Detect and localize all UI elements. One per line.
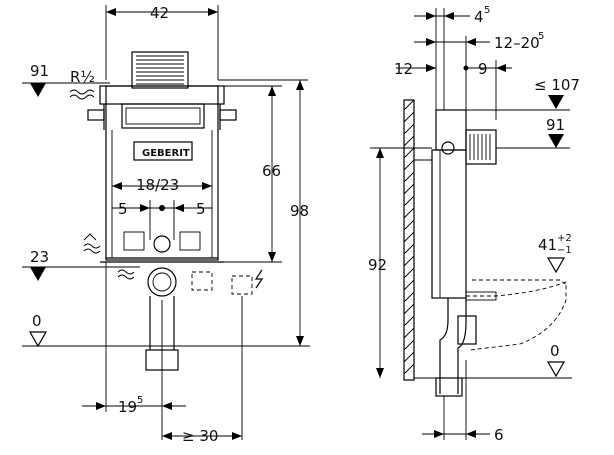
level-marker-filled	[30, 83, 46, 97]
dim-9: 9	[478, 60, 488, 78]
center-point	[159, 205, 165, 211]
left-front-view: 42 91 R½ GEBERIT	[22, 4, 310, 445]
level-marker-filled	[548, 134, 564, 148]
level-23-label: 23	[30, 248, 49, 266]
frame-side	[431, 149, 467, 299]
level-marker-open	[546, 257, 566, 274]
dim-92: 92	[368, 256, 387, 274]
level-marker-open	[28, 331, 48, 348]
svg-text:5: 5	[538, 31, 544, 42]
right-side-view: 4 5 12–20 5 12 9 ≤ 107 91	[368, 5, 580, 444]
cistern-grille	[136, 55, 184, 85]
dim-42: 42	[150, 4, 169, 22]
drain-connector	[153, 235, 171, 253]
svg-text:5: 5	[484, 5, 490, 16]
arrow-head	[106, 8, 116, 16]
level-marker-open	[546, 361, 566, 378]
toilet-bowl-outline	[466, 281, 567, 351]
electrical-box	[231, 275, 253, 295]
level-91-label: 91	[30, 62, 49, 80]
dim-12: 12	[394, 60, 413, 78]
level-marker-filled	[30, 267, 46, 281]
brand-label: GEBERIT	[142, 148, 190, 159]
wall	[403, 99, 415, 381]
drain-pipe-side	[439, 298, 449, 394]
dashed-box	[191, 271, 213, 291]
top-rail	[99, 85, 225, 105]
level-91-right: 91	[546, 116, 565, 134]
dim-19-5-sup: 5	[137, 395, 143, 406]
water-inlet-icon	[83, 233, 97, 241]
cistern-side-box	[465, 129, 497, 165]
wall-hatching	[403, 99, 415, 375]
arrow-head	[208, 8, 218, 16]
dim-4-5: 4	[474, 8, 484, 26]
left-bracket	[87, 109, 105, 121]
water-icon	[69, 89, 95, 95]
dim-12-20-5: 12–20	[494, 34, 540, 52]
level-0-label: 0	[32, 312, 42, 330]
water-icon-2	[117, 269, 135, 275]
cistern-side	[435, 109, 467, 151]
dim-max-107: ≤ 107	[534, 76, 580, 94]
dim-98: 98	[290, 202, 309, 220]
bowl-height-label: 41	[538, 236, 557, 254]
level-marker-filled	[548, 95, 564, 109]
pipe-thread-label: R½	[70, 68, 95, 86]
brand-plate	[133, 141, 193, 161]
dim-5-right: 5	[196, 200, 206, 218]
dim-19-5: 19	[118, 398, 137, 416]
dim-5-left: 5	[118, 200, 128, 218]
svg-text:−1: −1	[557, 245, 572, 256]
dim-18-23: 18/23	[136, 176, 179, 194]
dim-6: 6	[494, 426, 504, 444]
dim-66: 66	[262, 162, 281, 180]
installation-frame	[105, 85, 219, 261]
cistern-top	[131, 51, 189, 89]
svg-text:+2: +2	[557, 233, 572, 244]
level-0-right: 0	[550, 342, 560, 360]
drain-pipe-circle	[147, 267, 177, 297]
valve	[441, 141, 455, 155]
cistern-body	[121, 103, 205, 129]
electric-icon	[254, 269, 264, 289]
dim-min-30: ≥ 30	[182, 427, 218, 445]
right-bracket	[219, 109, 237, 121]
